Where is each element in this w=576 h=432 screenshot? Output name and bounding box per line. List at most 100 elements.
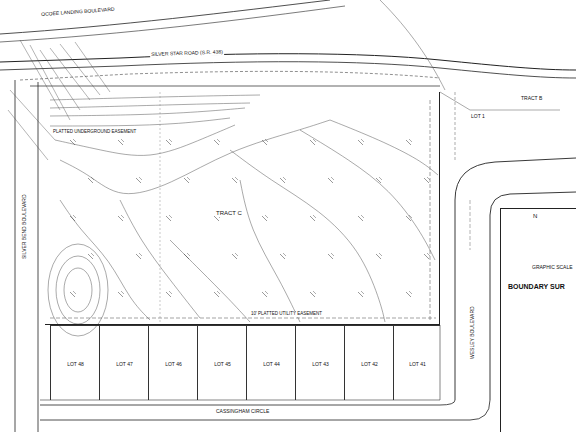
road-name: CASSINGHAM CIRCLE xyxy=(215,409,270,415)
lot-label: LOT 44 xyxy=(262,362,281,368)
lot-label: LOT 1 xyxy=(470,114,486,120)
tract-parcel: TRACT C xyxy=(45,92,440,325)
lot-parcel: LOT 45 xyxy=(197,325,246,400)
leader-line xyxy=(20,40,60,110)
slope-tick xyxy=(328,178,333,183)
slope-tick xyxy=(313,291,316,294)
slope-tick xyxy=(406,292,411,297)
slope-tick xyxy=(427,253,430,256)
road-name: WESLEY BOULEVARD xyxy=(470,305,476,360)
slope-tick xyxy=(73,215,76,218)
road-name: OCOEE LANDING BOULEVARD xyxy=(40,7,116,18)
lot-parcel: LOT 47 xyxy=(99,325,148,400)
slope-tick xyxy=(118,216,123,221)
slope-tick xyxy=(379,177,382,180)
slope-tick xyxy=(232,254,237,259)
slope-tick xyxy=(166,216,171,221)
road-line xyxy=(15,80,16,432)
lot-parcel: LOT 42 xyxy=(344,325,393,400)
slope-tick xyxy=(409,139,412,142)
slope-tick xyxy=(214,140,219,145)
slope-tick xyxy=(217,139,220,142)
road-line xyxy=(380,0,445,90)
slope-tick xyxy=(121,215,124,218)
lot-label: LOT 43 xyxy=(311,362,330,368)
lot-line xyxy=(455,92,456,160)
lot-line xyxy=(40,400,440,401)
contour-line xyxy=(64,268,92,312)
slope-tick xyxy=(70,216,75,221)
scale-title: GRAPHIC SCALE xyxy=(531,265,574,271)
contour-line xyxy=(230,150,385,322)
slope-tick xyxy=(136,254,141,259)
leader-line xyxy=(60,44,100,95)
lot-line xyxy=(440,92,560,110)
lot-parcel: LOT 46 xyxy=(148,325,197,400)
lot-label: LOT 42 xyxy=(360,362,379,368)
slope-tick xyxy=(169,291,172,294)
slope-tick xyxy=(118,292,123,297)
slope-tick xyxy=(283,177,286,180)
slope-tick xyxy=(73,291,76,294)
slope-tick xyxy=(235,177,238,180)
slope-tick xyxy=(70,140,75,145)
lot-label: LOT 41 xyxy=(408,362,427,368)
slope-tick xyxy=(265,215,268,218)
contour-line xyxy=(330,120,438,175)
lot-label: LOT 47 xyxy=(115,362,134,368)
slope-tick xyxy=(169,139,172,142)
slope-tick xyxy=(361,139,364,142)
road-line xyxy=(40,400,490,420)
slope-tick xyxy=(139,177,142,180)
slope-tick xyxy=(310,140,315,145)
slope-tick xyxy=(121,291,124,294)
road-line xyxy=(0,6,345,42)
slope-tick xyxy=(169,215,172,218)
slope-tick xyxy=(118,140,123,145)
slope-tick xyxy=(328,254,333,259)
slope-tick xyxy=(139,253,142,256)
easement-line xyxy=(430,100,431,320)
road-line xyxy=(0,0,330,34)
slope-tick xyxy=(358,216,363,221)
contour-line xyxy=(300,130,435,260)
lot-label: LOT 46 xyxy=(164,362,183,368)
contour-line xyxy=(240,180,300,322)
slope-tick xyxy=(232,178,237,183)
slope-tick xyxy=(313,139,316,142)
contour-line xyxy=(60,200,150,320)
road-line xyxy=(0,62,576,78)
leader-line xyxy=(50,48,90,100)
road-line xyxy=(38,82,39,432)
slope-tick xyxy=(358,292,363,297)
slope-tick xyxy=(313,215,316,218)
slope-tick xyxy=(424,178,429,183)
contour-line xyxy=(56,256,100,324)
slope-tick xyxy=(262,140,267,145)
contour-line xyxy=(50,95,260,100)
slope-tick xyxy=(73,139,76,142)
slope-tick xyxy=(166,140,171,145)
centerline xyxy=(470,200,471,250)
lot-label: LOT 45 xyxy=(213,362,232,368)
slope-tick xyxy=(406,216,411,221)
slope-tick xyxy=(217,291,220,294)
lot-parcel: LOT 41 xyxy=(393,325,440,400)
slope-tick xyxy=(361,291,364,294)
title-block: GRAPHIC SCALE BOUNDARY SUR xyxy=(500,208,576,432)
easement-label: PLATTED UNDERGROUND EASEMENT xyxy=(52,130,137,135)
slope-tick xyxy=(427,177,430,180)
slope-tick xyxy=(70,292,75,297)
lot-parcel: LOT 43 xyxy=(295,325,344,400)
contour-line xyxy=(50,118,230,126)
slope-tick xyxy=(91,253,94,256)
lot-parcel: LOT 44 xyxy=(246,325,295,400)
sheet-title: BOUNDARY SUR xyxy=(507,283,566,291)
road-name: SILVER STAR ROAD (S.R. 438) xyxy=(150,49,224,57)
contour-line xyxy=(50,108,245,116)
leader-line xyxy=(8,110,48,160)
right-of-way-line xyxy=(30,86,440,87)
slope-tick xyxy=(376,254,381,259)
slope-tick xyxy=(187,177,190,180)
